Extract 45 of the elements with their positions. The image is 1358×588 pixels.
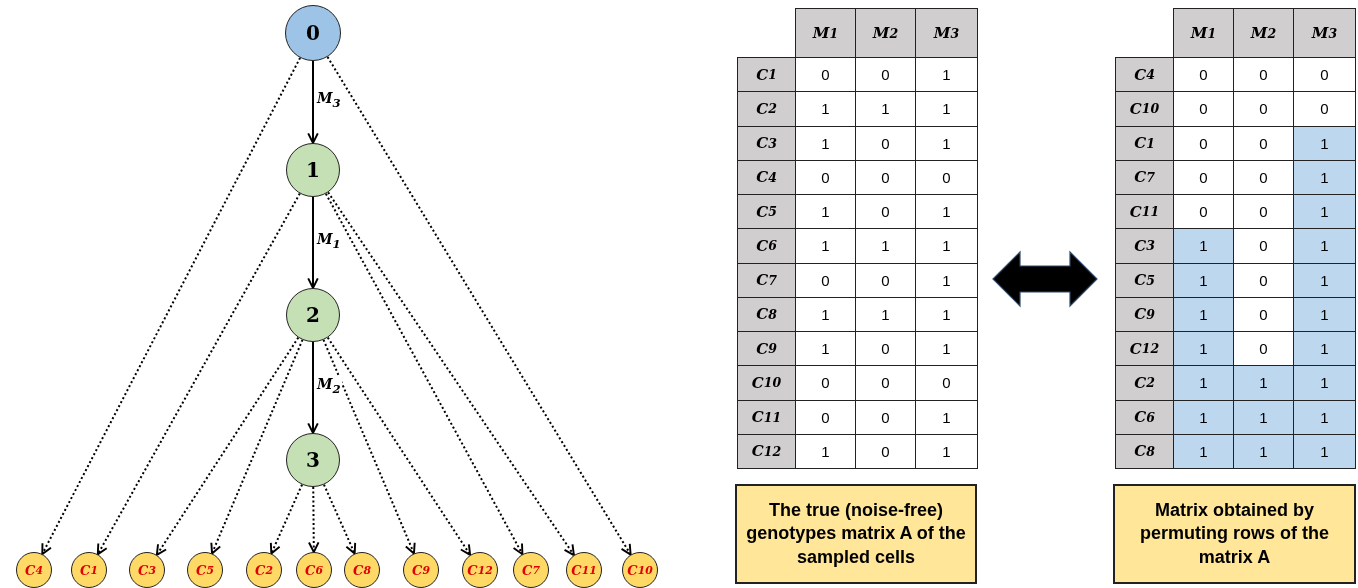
matrix-cell: 1 (1173, 331, 1234, 367)
dotted-arrow (322, 338, 416, 555)
arrow (307, 341, 319, 434)
dotted-arrow (308, 486, 320, 553)
dotted-arrow (210, 338, 304, 555)
matrix-cell: 1 (1293, 296, 1356, 332)
tree-node: 0 (285, 5, 341, 61)
tree-node: 3 (286, 433, 340, 487)
matrix-cell: 1 (1293, 365, 1356, 401)
matrix-cell: 1 (1233, 433, 1294, 469)
matrix-cell: 1 (1293, 331, 1356, 367)
matrix-cell: 1 (1293, 262, 1356, 298)
dotted-arrow (326, 336, 472, 556)
dotted-arrow (324, 192, 524, 556)
matrix-cell: 1 (1173, 262, 1234, 298)
matrix-cell: 1 (1293, 125, 1356, 161)
matrix-cell: 1 (1173, 433, 1234, 469)
edge-label: M$_{3}$ (316, 90, 342, 110)
matrix-cell: 1 (1233, 365, 1294, 401)
matrix-cell: 1 (1173, 296, 1234, 332)
tree-node: 1 (286, 143, 340, 197)
matrix-cell: 1 (1173, 365, 1234, 401)
dotted-arrow (155, 336, 300, 556)
matrix-cell: 1 (1233, 399, 1294, 435)
edge-label: M$_{2}$ (316, 375, 342, 396)
dotted-arrow (96, 192, 301, 556)
edge-label: M$_{1}$ (316, 230, 342, 251)
matrix-cell: 1 (1173, 399, 1234, 435)
dotted-arrow (41, 56, 302, 556)
matrix-cell: 1 (915, 433, 978, 469)
tree-node: 2 (286, 288, 340, 342)
dotted-arrow (326, 55, 632, 556)
dotted-arrow (327, 191, 575, 557)
caption-box: The true (noise-free) genotypes matrix A of the sampled cells (735, 484, 977, 584)
matrix-cell: 1 (1293, 159, 1356, 195)
arrow (307, 60, 319, 144)
matrix-cell: 1 (1293, 228, 1356, 264)
matrix-cell: 1 (1173, 228, 1234, 264)
arrow (307, 196, 319, 289)
dotted-arrow (269, 483, 303, 555)
matrix-cell: 1 (1293, 433, 1356, 469)
matrix-cell: 1 (1293, 194, 1356, 230)
matrix-cell: 1 (1293, 399, 1356, 435)
dotted-arrow (323, 483, 357, 555)
caption-box: Matrix obtained by permuting rows of the matrix A (1113, 484, 1356, 584)
